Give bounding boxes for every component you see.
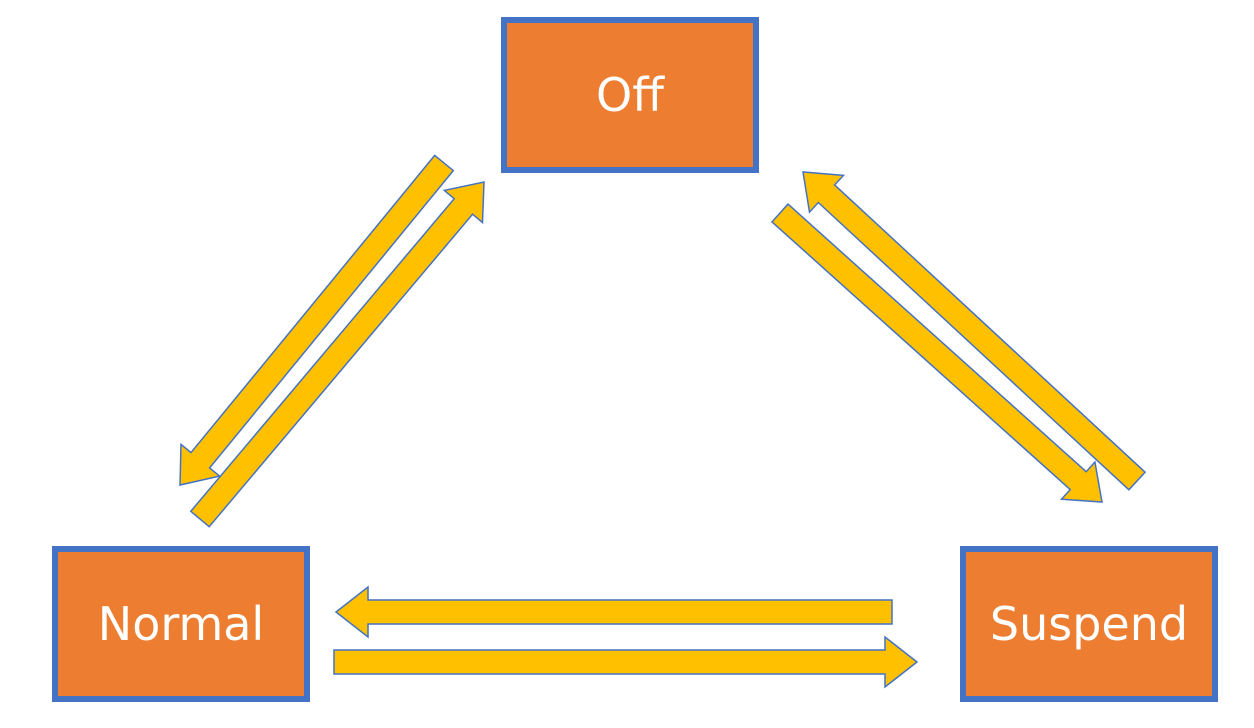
arrow-suspend-to-off [802,171,1147,491]
arrow-normal-to-off [189,181,485,528]
arrow-normal-to-suspend [333,635,919,689]
state-suspend-label: Suspend [990,597,1188,651]
state-normal-label: Normal [98,597,264,651]
state-off-label: Off [596,68,665,122]
arrow-off-to-normal [179,154,455,486]
state-normal-box [52,546,310,702]
transition-arrows [179,154,1147,689]
arrow-off-to-suspend [770,203,1103,503]
state-normal: Normal [52,546,310,702]
state-suspend-box [960,546,1218,702]
state-suspend: Suspend [960,546,1218,702]
state-off: Off [501,17,759,173]
arrow-suspend-to-normal [334,585,893,639]
state-off-box [501,17,759,173]
